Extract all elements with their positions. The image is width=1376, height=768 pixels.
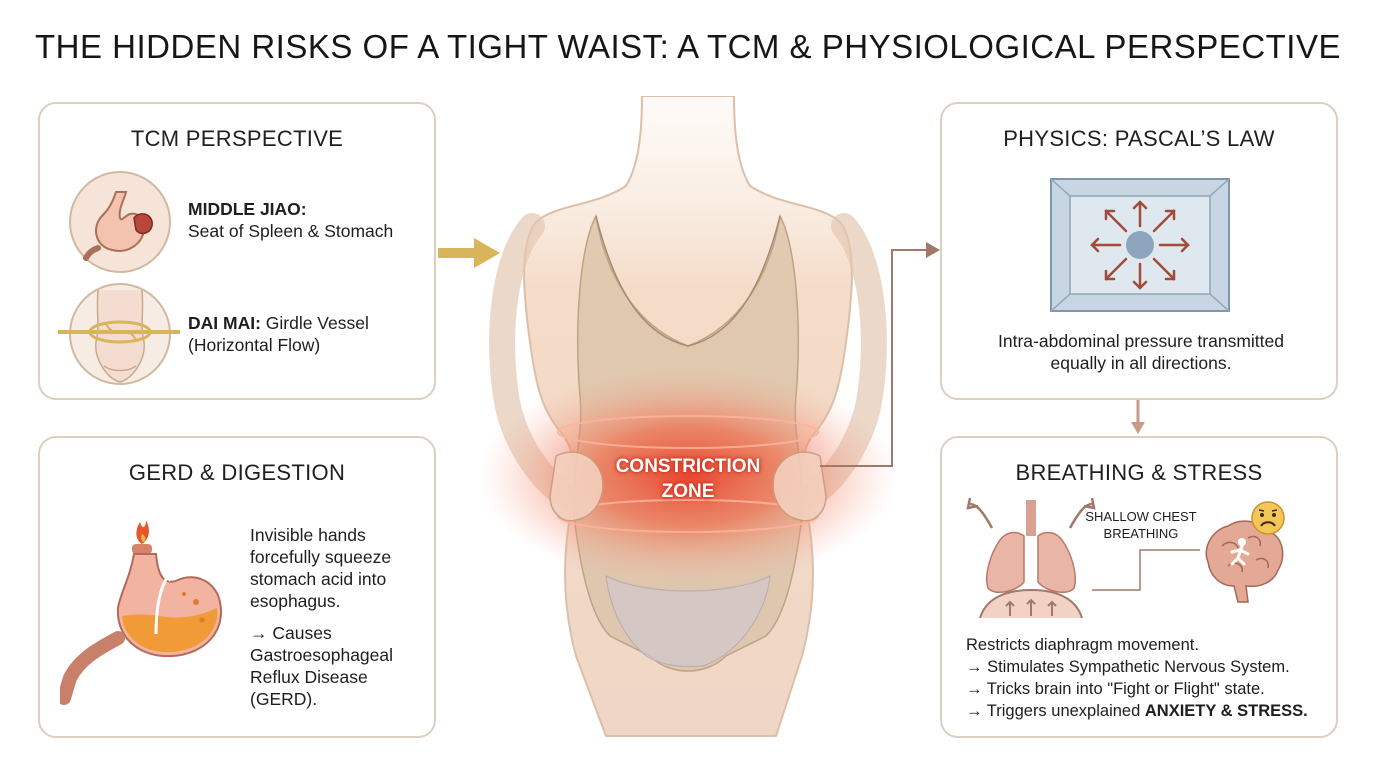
breathing-stress-card: BREATHING & STRESS SHALLOW CHEST BREATHI…: [940, 436, 1338, 738]
chest-label-1: SHALLOW CHEST: [1085, 509, 1197, 524]
gerd-result: → Causes Gastroesophageal Reflux Disease…: [250, 622, 393, 710]
down-arrow-icon: [1130, 400, 1146, 436]
gerd-line-4: esophagus.: [250, 591, 341, 611]
torso-figure: CONSTRICTION ZONE: [446, 96, 930, 768]
chest-label-2: BREATHING: [1103, 526, 1179, 541]
pressure-box-icon: [1050, 178, 1230, 312]
middle-jiao-text: Seat of Spleen & Stomach: [188, 221, 394, 241]
girdle-vessel-icon: [56, 282, 182, 386]
gold-arrow-icon: [438, 236, 502, 270]
pascal-heading: PHYSICS: PASCAL’S LAW: [1003, 126, 1275, 151]
tcm-heading: TCM PERSPECTIVE: [130, 126, 344, 151]
breathing-line-4: → Triggers unexplained ANXIETY & STRESS.: [966, 700, 1308, 722]
pascal-line-1: Intra-abdominal pressure transmitted: [998, 331, 1284, 351]
middle-jiao-label: MIDDLE JIAO:: [188, 199, 307, 219]
dai-mai-label: DAI MAI:: [188, 313, 261, 333]
breathing-description: Restricts diaphragm movement. → Stimulat…: [966, 634, 1308, 722]
gerd-result-line-1: → Causes: [250, 623, 332, 643]
gerd-result-line-2: Gastroesophageal: [250, 645, 394, 665]
gerd-result-line-4: (GERD).: [250, 689, 318, 709]
gerd-heading: GERD & DIGESTION: [128, 460, 346, 485]
breathing-line-4-prefix: → Triggers unexplained: [966, 702, 1145, 720]
pascal-law-card: PHYSICS: PASCAL’S LAW Intra-abdominal pr: [940, 102, 1338, 400]
breathing-heading: BREATHING & STRESS: [1015, 460, 1263, 485]
gerd-line-2: forcefully squeeze: [250, 547, 392, 567]
dai-mai-text: Girdle Vessel: [260, 313, 369, 333]
gerd-description: Invisible hands forcefully squeeze stoma…: [250, 524, 391, 612]
burning-stomach-icon: [60, 498, 250, 728]
gerd-line-3: stomach acid into: [250, 569, 387, 589]
worried-face-icon: [1250, 500, 1286, 536]
brain-running-icon: [1198, 512, 1288, 606]
tcm-perspective-card: TCM PERSPECTIVE MIDDLE JIAO: Seat of Spl…: [38, 102, 436, 400]
anxiety-stress-emphasis: ANXIETY & STRESS.: [1144, 702, 1308, 720]
lungs-icon: [966, 496, 1096, 618]
gerd-result-line-3: Reflux Disease: [250, 667, 368, 687]
pascal-description: Intra-abdominal pressure transmitted equ…: [942, 330, 1340, 374]
gerd-line-1: Invisible hands: [250, 525, 366, 545]
connector-arrow-icon: [820, 238, 942, 470]
shallow-breathing-label: SHALLOW CHEST BREATHING: [1076, 508, 1206, 542]
pascal-line-2: equally in all directions.: [1050, 353, 1232, 373]
zone-line-1: CONSTRICTION: [615, 456, 761, 477]
brain-link-line-icon: [1092, 546, 1202, 592]
constriction-zone-label: CONSTRICTION ZONE: [446, 454, 930, 504]
breathing-line-1: Restricts diaphragm movement.: [966, 636, 1199, 654]
zone-line-2: ZONE: [661, 481, 715, 502]
stomach-spleen-icon: [68, 170, 172, 274]
page-title: THE HIDDEN RISKS OF A TIGHT WAIST: A TCM…: [34, 28, 1341, 65]
breathing-line-3: → Tricks brain into "Fight or Flight" st…: [966, 680, 1265, 698]
gerd-digestion-card: GERD & DIGESTION Invisible hands forcefu…: [38, 436, 436, 738]
breathing-line-2: → Stimulates Sympathetic Nervous System.: [966, 658, 1290, 676]
dai-mai-text2: (Horizontal Flow): [188, 335, 321, 355]
